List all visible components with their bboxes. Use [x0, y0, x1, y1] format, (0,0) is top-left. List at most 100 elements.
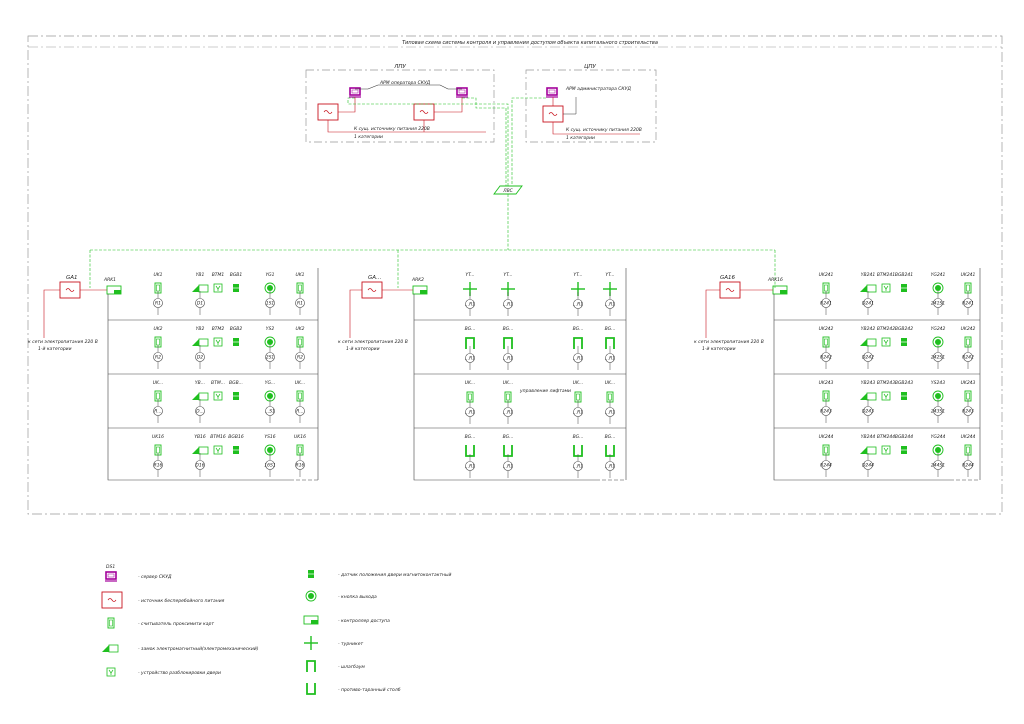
a-row1-lock-icon [191, 338, 209, 347]
b-row0-col3-label: YT... [605, 272, 614, 278]
c-row1-yg-label: YG242 [931, 326, 946, 332]
a-row0-yb-label: YB1 [196, 272, 205, 278]
a-row1-r-label: R2 [155, 355, 161, 361]
a-row2-door-sensor-icon [232, 391, 240, 401]
a-row2-yg-label: YG... [265, 380, 276, 386]
c-row2-lock-icon [859, 392, 877, 401]
panel-b-ark-label: ARK2 [411, 277, 424, 283]
panel-a: GA1 ARK1 к сети электропитания 220 В 1-й… [28, 268, 319, 481]
b-row1-col1-r-label: ...R1 [503, 356, 513, 362]
legend-reader-icon [107, 617, 115, 629]
b-row1-col3-r-label: ...R1 [605, 356, 615, 362]
panel-c-ups-icon [719, 281, 741, 299]
a-row3-r2-label: R16 [296, 463, 305, 469]
panel-a-grid-label: к сети электропитания 220 В [28, 339, 98, 345]
legend-turnstile-icon [303, 635, 319, 651]
b-row3-col1-r-label: ...R1 [503, 464, 513, 470]
c-row0-btm-label: BTM241 [877, 272, 895, 278]
a-row1-btm-label: BTM2 [212, 326, 225, 332]
b-row3-col1-label: BG... [503, 434, 514, 440]
elevator-note: управление лифтами [519, 388, 571, 394]
c-row3-s-label: 244S1 [931, 463, 945, 469]
b-row2-col3-label: UK... [605, 380, 616, 386]
a-row1-yb-label: YB2 [196, 326, 205, 332]
a-row2-d-label: D... [196, 409, 204, 415]
a-row3-s-label: 16S1 [264, 463, 276, 469]
legend-barrier-icon [306, 660, 316, 673]
b-row2-col0-r-label: ...R1 [465, 410, 475, 416]
b-row3-col0-label: BG... [465, 434, 476, 440]
c-row2-s-label: 243S1 [931, 409, 945, 415]
panel-b: GA... ARK2 к сети электропитания 220 В 1… [338, 268, 627, 481]
c-row1-unlock-icon [881, 337, 891, 347]
a-row0-r2-label: R1 [297, 301, 303, 307]
c-row0-uk2-label: UK241 [961, 272, 976, 278]
a-row0-btm-label: BTM1 [212, 272, 225, 278]
c-row2-d-label: D243 [862, 409, 874, 415]
legend-reader-text: - считыватель проксимити карт [138, 622, 214, 627]
b-row1-col2-r-label: ...R1 [573, 356, 583, 362]
legend-turnstile-text: - турникет [338, 642, 364, 647]
c-row3-lock-icon [859, 446, 877, 455]
c-row0-door-sensor-icon [900, 283, 908, 293]
a-row0-d-label: D1 [197, 301, 203, 307]
c-row1-yb-label: YB242 [861, 326, 876, 332]
ups-lpu-2-icon [413, 103, 435, 121]
c-row2-unlock-icon [881, 391, 891, 401]
b-row1-col0-label: BG... [465, 326, 476, 332]
b-row1-col0-r-label: ...R1 [465, 356, 475, 362]
panel-a-grid-cat: 1-й категории [38, 346, 72, 352]
legend-unlock-text: - устройство разблокировки двери [138, 670, 221, 676]
c-row2-yb-label: YB243 [861, 380, 876, 386]
c-row0-uk-label: UK241 [819, 272, 834, 278]
lpu-label: ЛПУ [393, 64, 406, 70]
a-row0-r-label: R1 [155, 301, 161, 307]
a-row3-door-sensor-icon [232, 445, 240, 455]
a-row3-yg-label: YS16 [264, 434, 275, 440]
legend-lock-text: - замок электромагнитный(электромеханиче… [138, 646, 259, 652]
legend-ups-text: - источник бесперебойного питания [138, 598, 225, 604]
a-row2-r-label: R... [154, 409, 161, 415]
legend-controller-icon [303, 615, 319, 625]
legend-bollard-icon [306, 682, 316, 695]
legend-lock-icon [101, 644, 119, 653]
a-row0-s-label: 1S1 [266, 301, 275, 307]
a-row0-uk-label: UK1 [153, 272, 162, 278]
b-row0-col2-label: YT... [573, 272, 582, 278]
panel-c-grid-label: к сети электропитания 220 В [694, 339, 764, 345]
c-row0-d-label: D241 [862, 301, 874, 307]
lpu-power-label: К сущ. источнику питания 220В [354, 126, 430, 132]
panel-a-ups-icon [59, 281, 81, 299]
c-row2-yg-label: YS243 [931, 380, 945, 386]
cpu-power-cat: 1 категории [566, 135, 595, 141]
legend-unlock-icon [106, 667, 116, 677]
a-row0-lock-icon [191, 284, 209, 293]
a-row3-btm-label: BTM16 [210, 434, 226, 440]
b-row2-col2-r-label: ...R1 [573, 410, 583, 416]
c-row0-r2-label: R241 [962, 301, 974, 307]
a-row0-unlock-icon [213, 283, 223, 293]
c-row3-r2-label: R244 [962, 463, 974, 469]
a-row1-d-label: D2 [197, 355, 203, 361]
c-row0-yb-label: YB241 [861, 272, 876, 278]
c-row0-unlock-icon [881, 283, 891, 293]
b-row0-col0-label: YT... [465, 272, 474, 278]
panel-c-grid-cat: 1-й категории [702, 346, 736, 352]
c-row0-s-label: 241S1 [931, 301, 945, 307]
c-row2-btm-label: BTM243 [877, 380, 895, 386]
legend-ups-icon [101, 591, 123, 609]
panel-a-ark-label: ARK1 [103, 277, 116, 283]
a-row2-uk-label: UK... [153, 380, 164, 386]
b-row2-col0-label: UK... [465, 380, 476, 386]
a-row3-unlock-icon [213, 445, 223, 455]
a-row2-bgb-label: BGB... [229, 380, 243, 386]
a-row2-unlock-icon [213, 391, 223, 401]
a-row2-uk2-label: UK... [295, 380, 306, 386]
legend-exit-button-icon [305, 590, 317, 602]
b-row3-col3-label: BG... [605, 434, 616, 440]
legend-exit-button-text: - кнопка выхода [338, 595, 377, 600]
panel-a-controller-icon [106, 285, 122, 295]
a-row2-yb-label: YB... [195, 380, 205, 386]
a-row1-uk-label: UK2 [153, 326, 162, 332]
panel-c-ark-label: ARK16 [767, 277, 783, 283]
